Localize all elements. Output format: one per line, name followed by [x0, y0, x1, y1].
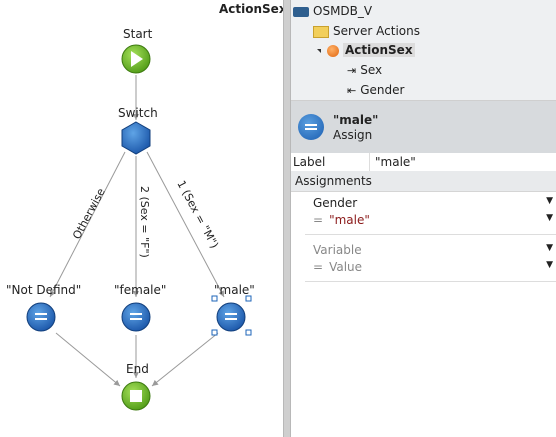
dropdown-arrow-icon[interactable]: ▼: [546, 196, 553, 206]
right-panel: OSMDB_V Server Actions ActionSex ⇥Sex ⇤G…: [291, 0, 556, 437]
equals-sign: =: [313, 260, 324, 274]
elements-tree: OSMDB_V Server Actions ActionSex ⇥Sex ⇤G…: [291, 0, 556, 101]
equals-icon: [35, 313, 47, 315]
assignment-value-row[interactable]: = "male" ▼: [291, 211, 556, 229]
flow-diagram: Otherwise 2 (Sex = "F") 1 (Sex = "M"): [26, 44, 252, 411]
start-label: Start: [123, 27, 153, 41]
edge-label-cond2: 2 (Sex = "F"): [138, 186, 151, 258]
panel-splitter[interactable]: [283, 0, 291, 437]
tree-item-label: Sex: [360, 63, 383, 77]
assign-node-not-defind[interactable]: [26, 302, 56, 332]
assignment-value[interactable]: "male": [329, 213, 370, 227]
edge-notdefind-end: [55, 332, 121, 387]
column-divider: [369, 153, 370, 171]
assignment-variable-row[interactable]: Gender ▼: [291, 194, 556, 212]
selection-handle[interactable]: [245, 295, 252, 302]
input-parameter-icon: ⇥: [347, 63, 357, 77]
equals-icon: [225, 313, 237, 315]
edge-otherwise[interactable]: [49, 151, 126, 298]
tree-item-label: Server Actions: [333, 24, 420, 38]
end-node[interactable]: [121, 381, 151, 411]
end-label: End: [126, 362, 149, 376]
flow-canvas[interactable]: Otherwise 2 (Sex = "F") 1 (Sex = "M") Ac…: [0, 0, 287, 437]
tree-item-label: ActionSex: [343, 43, 415, 57]
assignments-section-label: Assignments: [295, 174, 372, 188]
switch-node[interactable]: [121, 121, 151, 155]
dropdown-arrow-icon[interactable]: ▼: [546, 260, 553, 270]
assign-node-female[interactable]: [121, 302, 151, 332]
action-icon: [327, 44, 339, 57]
label-property-value[interactable]: "male": [375, 155, 416, 169]
selection-handle[interactable]: [245, 329, 252, 336]
assignment-divider: [305, 234, 556, 235]
module-icon: [293, 6, 309, 17]
tree-item-output-gender[interactable]: ⇤Gender: [347, 81, 404, 99]
switch-label: Switch: [118, 106, 158, 120]
not-defind-label: "Not Defind": [6, 283, 82, 297]
selection-handle[interactable]: [211, 295, 218, 302]
play-icon: [131, 51, 143, 67]
male-label: "male": [214, 283, 255, 297]
assign-node-male[interactable]: [211, 295, 252, 336]
tree-item-server-actions[interactable]: Server Actions: [313, 22, 420, 40]
assignment-divider: [305, 281, 556, 282]
output-parameter-icon: ⇤: [347, 83, 357, 97]
properties-title: "male": [333, 113, 379, 127]
assign-icon: [298, 114, 324, 140]
canvas-title: ActionSex: [219, 2, 287, 16]
expanded-triangle-icon: [317, 48, 321, 53]
equals-sign: =: [313, 213, 324, 227]
properties-subtitle: Assign: [333, 128, 373, 142]
properties-header: "male" Assign: [291, 101, 556, 153]
assignment-variable-row[interactable]: Variable ▼: [291, 241, 556, 259]
tree-item-action[interactable]: ActionSex: [317, 41, 415, 59]
dropdown-arrow-icon[interactable]: ▼: [546, 243, 553, 253]
assignments-section-header: Assignments: [291, 171, 556, 192]
tree-item-input-sex[interactable]: ⇥Sex: [347, 61, 382, 79]
dropdown-arrow-icon[interactable]: ▼: [546, 213, 553, 223]
tree-item-module[interactable]: OSMDB_V: [293, 2, 372, 20]
assignment-variable-placeholder[interactable]: Variable: [313, 243, 362, 257]
label-property-key: Label: [293, 155, 326, 169]
selection-handle[interactable]: [211, 329, 218, 336]
edge-label-otherwise: Otherwise: [70, 186, 108, 242]
label-property-row[interactable]: Label "male": [291, 153, 556, 172]
assignment-value-placeholder[interactable]: Value: [329, 260, 363, 274]
stop-icon: [130, 390, 142, 402]
female-label: "female": [114, 283, 167, 297]
edge-label-cond1: 1 (Sex = "M"): [174, 178, 221, 250]
edge-cond1[interactable]: [146, 151, 225, 298]
tree-item-label: Gender: [360, 83, 405, 97]
edge-male-end: [151, 332, 219, 387]
tree-item-label: OSMDB_V: [313, 4, 373, 18]
assignment-value-row[interactable]: = Value ▼: [291, 258, 556, 276]
equals-icon: [130, 313, 142, 315]
start-node[interactable]: [121, 44, 151, 74]
assignment-variable[interactable]: Gender: [313, 196, 358, 210]
folder-icon: [313, 25, 329, 38]
